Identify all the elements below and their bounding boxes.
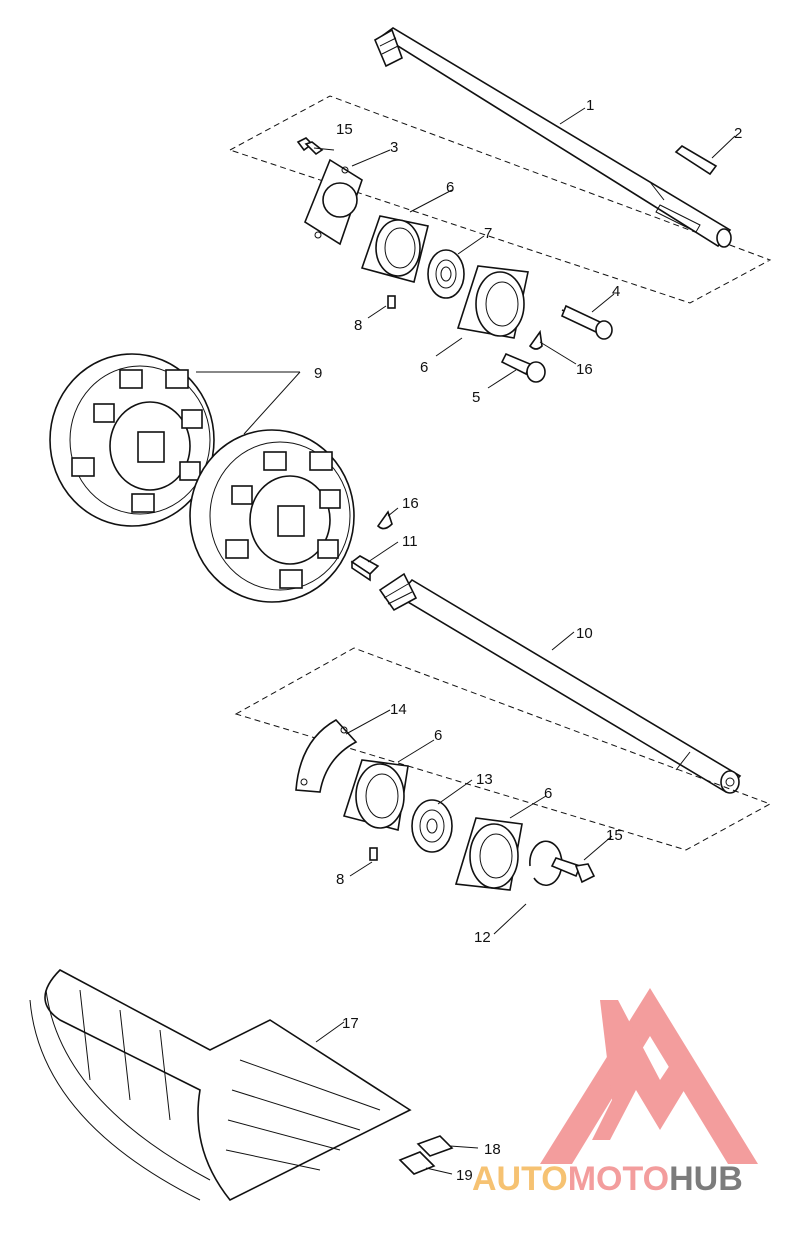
callout-6-lower-right: 6 xyxy=(544,785,552,802)
callout-14: 14 xyxy=(390,701,407,718)
callout-10: 10 xyxy=(576,625,593,642)
cap-screw-short xyxy=(500,352,546,383)
half-moon-plate xyxy=(295,718,358,793)
leader-lines xyxy=(196,107,736,1175)
hex-bolt-lower xyxy=(550,857,596,884)
watermark-inner-mark xyxy=(592,1000,694,1140)
lower-dashed-group-outline xyxy=(234,647,772,851)
callout-numbers: 1 2 3 15 6 7 4 8 6 16 5 9 16 11 10 14 6 … xyxy=(314,97,742,1184)
callout-9: 9 xyxy=(314,365,322,382)
ball-bearing-lower xyxy=(411,799,453,853)
callout-7: 7 xyxy=(484,225,492,242)
callout-2: 2 xyxy=(734,125,742,142)
callout-16-middle: 16 xyxy=(402,495,419,512)
grease-fitting-lower xyxy=(369,847,378,861)
shaft-block xyxy=(350,555,380,582)
bearing-flange-upper-left xyxy=(360,215,429,283)
watermark-word-moto: MOTO xyxy=(568,1160,669,1198)
drive-shaft-lower xyxy=(378,572,742,794)
callout-19: 19 xyxy=(456,1167,473,1184)
retaining-circlip xyxy=(529,840,563,887)
watermark-word-hub: HUB xyxy=(669,1160,743,1198)
watermark-triangle xyxy=(540,988,758,1164)
callout-8-upper: 8 xyxy=(354,317,362,334)
callout-15-upper: 15 xyxy=(336,121,353,138)
drive-shaft-upper xyxy=(373,27,732,248)
bearing-flange-lower-left xyxy=(342,759,409,831)
bearing-flange-upper-right xyxy=(456,265,529,339)
hex-bolt-upper xyxy=(296,137,324,156)
track-clip-18 xyxy=(416,1135,454,1157)
grease-fitting-upper xyxy=(387,295,396,309)
callout-6-lower-left: 6 xyxy=(434,727,442,744)
callout-5: 5 xyxy=(472,389,480,406)
svg-text:AUTOMOTOHUB: AUTOMOTOHUB xyxy=(472,1160,743,1198)
callout-11: 11 xyxy=(402,533,418,550)
callout-6-upper-right: 6 xyxy=(420,359,428,376)
watermark-triangle-logo xyxy=(540,988,758,1164)
callout-6-upper-left: 6 xyxy=(446,179,454,196)
watermark-word-auto: AUTO xyxy=(472,1160,568,1198)
shaft-key xyxy=(674,144,718,176)
bearing-flange-lower-right xyxy=(454,817,523,891)
upper-dashed-group-outline xyxy=(228,95,772,304)
callout-4: 4 xyxy=(612,283,620,300)
callout-13: 13 xyxy=(476,771,493,788)
lubricant-drop-upper xyxy=(528,329,543,350)
callout-18: 18 xyxy=(484,1141,501,1158)
ball-bearing-upper xyxy=(427,249,465,299)
callout-17: 17 xyxy=(342,1015,359,1032)
callout-16-upper: 16 xyxy=(576,361,593,378)
track-clip-19 xyxy=(398,1151,436,1175)
drive-sprocket-right xyxy=(189,429,355,603)
bearing-plate xyxy=(304,158,363,246)
drive-sprocket-left xyxy=(49,353,215,527)
drive-track xyxy=(29,969,412,1202)
callout-3: 3 xyxy=(390,139,398,156)
cap-screw-long xyxy=(560,304,613,340)
callout-12: 12 xyxy=(474,929,491,946)
callout-1: 1 xyxy=(586,97,594,114)
automotohub-watermark: AUTOMOTOHUB xyxy=(472,988,758,1198)
callout-15-lower: 15 xyxy=(606,827,623,844)
callout-8-lower: 8 xyxy=(336,871,344,888)
